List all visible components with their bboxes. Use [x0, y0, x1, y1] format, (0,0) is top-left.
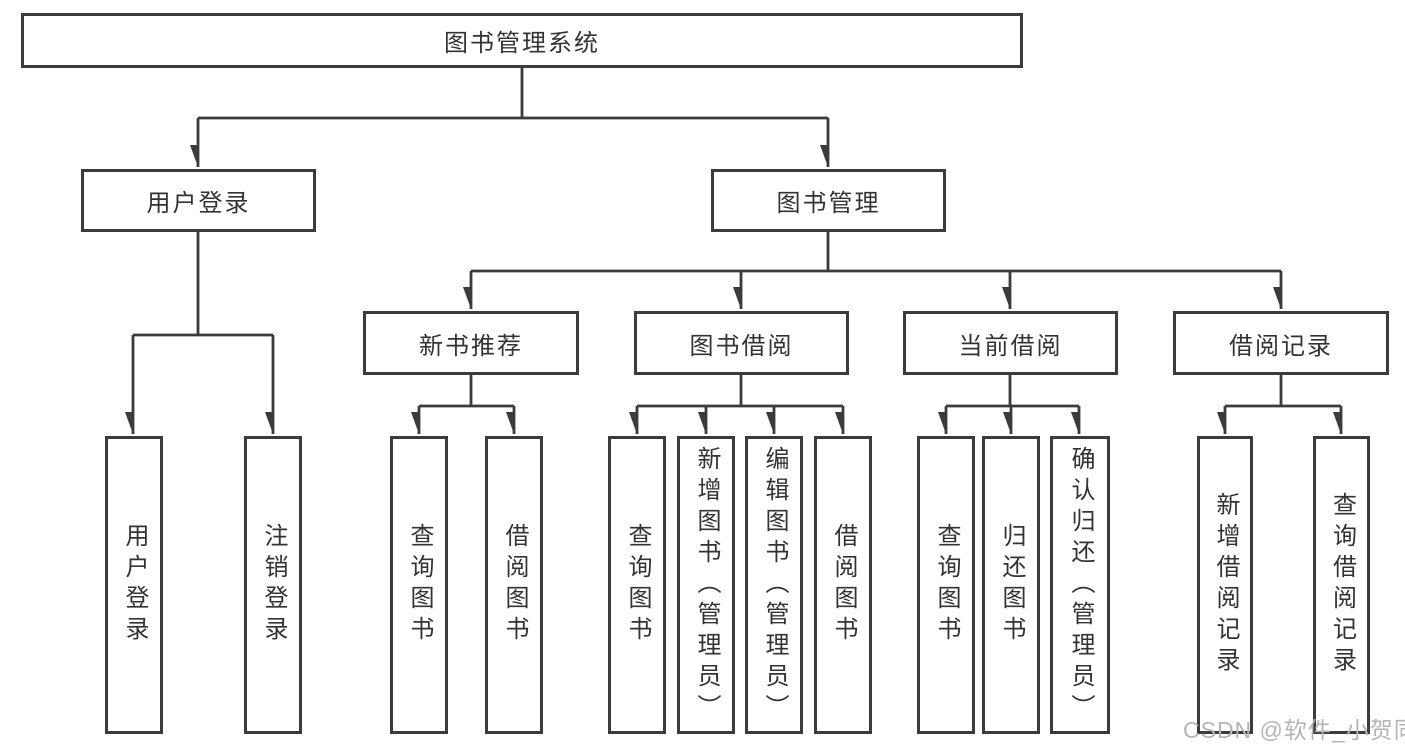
leaf-user-login-label: 用户登录 — [121, 523, 148, 647]
leaf-borrow-add-books-admin: 新增图书（管理员） — [677, 436, 735, 734]
node-new-book-recommend: 新书推荐 — [363, 311, 579, 375]
node-book-borrow-label: 图书借阅 — [689, 332, 794, 360]
leaf-records-add-borrow-record-label: 新增借阅记录 — [1212, 492, 1239, 678]
node-user-login: 用户登录 — [81, 169, 316, 232]
leaf-newbook-borrow-books-label: 借阅图书 — [501, 523, 528, 647]
leaf-current-query-books: 查询图书 — [917, 436, 975, 734]
leaf-records-query-borrow-record-label: 查询借阅记录 — [1328, 492, 1356, 678]
node-book-borrow: 图书借阅 — [634, 311, 849, 375]
leaf-newbook-query-books: 查询图书 — [390, 436, 448, 734]
leaf-current-confirm-return-admin-label: 确认归还（管理员） — [1067, 445, 1094, 725]
leaf-current-return-books-label: 归还图书 — [998, 523, 1025, 647]
leaf-logout-label: 注销登录 — [260, 523, 287, 647]
node-user-login-label: 用户登录 — [146, 190, 251, 217]
node-current-borrow: 当前借阅 — [903, 311, 1118, 375]
node-book-management-label: 图书管理 — [776, 190, 881, 217]
node-new-book-recommend-label: 新书推荐 — [419, 332, 523, 360]
node-current-borrow-label: 当前借阅 — [958, 332, 1063, 360]
leaf-logout: 注销登录 — [244, 436, 302, 734]
node-borrow-records-label: 借阅记录 — [1229, 332, 1333, 360]
node-borrow-records: 借阅记录 — [1173, 311, 1389, 375]
leaf-borrow-add-books-admin-label: 新增图书（管理员） — [693, 445, 720, 725]
leaf-current-confirm-return-admin: 确认归还（管理员） — [1050, 436, 1110, 734]
leaf-newbook-borrow-books: 借阅图书 — [485, 436, 543, 734]
leaf-newbook-query-books-label: 查询图书 — [406, 523, 433, 647]
leaf-borrow-borrow-books-label: 借阅图书 — [830, 523, 857, 647]
leaf-records-query-borrow-record: 查询借阅记录 — [1313, 436, 1370, 734]
node-root-label: 图书管理系统 — [444, 30, 600, 57]
watermark: CSDN @软件_小贺同学 — [1183, 717, 1405, 743]
leaf-current-return-books: 归还图书 — [982, 436, 1040, 734]
leaf-user-login: 用户登录 — [105, 436, 163, 734]
node-root: 图书管理系统 — [21, 13, 1023, 68]
node-book-management: 图书管理 — [711, 169, 946, 232]
leaf-borrow-edit-books-admin-label: 编辑图书（管理员） — [761, 445, 788, 725]
leaf-borrow-query-books-label: 查询图书 — [624, 523, 651, 647]
leaf-borrow-edit-books-admin: 编辑图书（管理员） — [745, 436, 803, 734]
leaf-borrow-borrow-books: 借阅图书 — [814, 436, 872, 734]
leaf-current-query-books-label: 查询图书 — [933, 523, 960, 647]
leaf-borrow-query-books: 查询图书 — [608, 436, 666, 734]
leaf-records-add-borrow-record: 新增借阅记录 — [1197, 436, 1253, 734]
